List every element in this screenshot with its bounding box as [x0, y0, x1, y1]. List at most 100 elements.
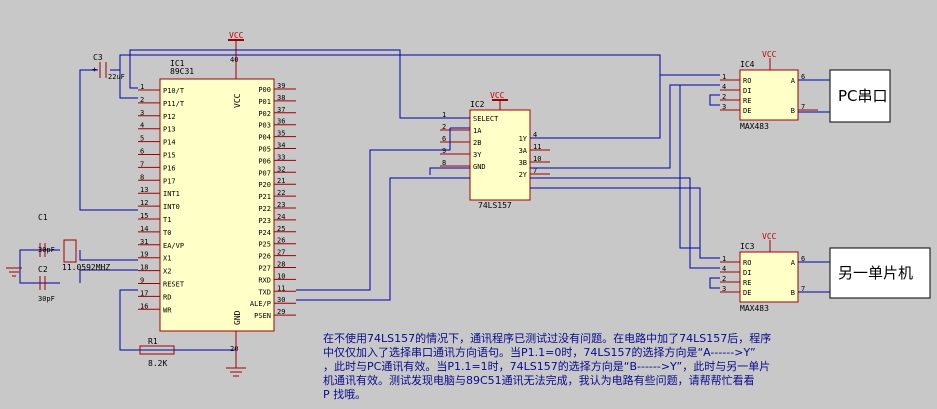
ic4-part: MAX483 — [740, 122, 769, 131]
note-line-4: 机通讯有效。测试发现电脑与89C51通讯无法完成，我认为电路有些问题，请帮帮忙看… — [323, 373, 755, 387]
ic3-pin-number: 4 — [722, 265, 726, 273]
ic3-part: MAX483 — [740, 304, 769, 313]
ic4-pin-number: 4 — [722, 83, 726, 91]
ic1-pin-number: 19 — [140, 251, 148, 259]
ic1-pin-number: 17 — [140, 289, 148, 297]
ic4-pin-name: A — [791, 77, 796, 85]
ic1-pin-number: 10 — [277, 272, 285, 280]
c3-ref: C3 — [93, 53, 103, 62]
ic1-pin-name: P27 — [258, 265, 271, 273]
ic2-pin-number: 8 — [442, 159, 446, 167]
ic1-pin-name: P20 — [258, 181, 271, 189]
ic1-pin-number: 37 — [277, 106, 285, 114]
ic1-pin-name: P17 — [163, 177, 176, 185]
r1-ref: R1 — [148, 337, 158, 346]
crystal — [63, 239, 77, 263]
ic4-pin-name: B — [791, 107, 795, 115]
ic2-pin-number: 6 — [442, 135, 446, 143]
ic4-pin-name: RE — [743, 97, 751, 105]
ic1-pin-number: 29 — [277, 308, 285, 316]
ic1-pin-number: 22 — [277, 189, 285, 197]
ic1-pin-number: 2 — [140, 96, 144, 104]
c2-ref: C2 — [38, 265, 48, 274]
ic4-pin-number: 1 — [722, 73, 726, 81]
c1-value: 30pF — [38, 246, 55, 254]
ic4-pin-name: RO — [743, 77, 751, 85]
ic1-pin-name: X1 — [163, 255, 171, 263]
c1-ref: C1 — [38, 213, 48, 222]
ic1-pin-name: P03 — [258, 122, 271, 130]
ic1-pin-name: P06 — [258, 157, 271, 165]
ic2-pin-number: 9 — [442, 147, 446, 155]
ic1-pin-number: 38 — [277, 94, 285, 102]
ic1-pin-number: 34 — [277, 142, 285, 150]
pc-serial-box — [829, 69, 891, 123]
ic1-pin-number: 27 — [277, 249, 285, 257]
ic1-pin-number: 13 — [140, 186, 148, 194]
ic1-pin-name: P11/T — [163, 100, 185, 108]
ic1-pin-number: 1 — [140, 83, 144, 91]
ic2-pin-name: 3Y — [473, 151, 482, 159]
ground-symbol-ic1 — [226, 367, 246, 377]
ic1-pin-number: 4 — [140, 122, 144, 130]
ic1-pin-name: P21 — [258, 193, 271, 201]
ic2-pin-name: 2Y — [519, 171, 528, 179]
ic3-pin-number: 3 — [722, 285, 726, 293]
ic1-pin-name: TXD — [258, 288, 271, 296]
ic1-pin-number: 12 — [140, 199, 148, 207]
ground-symbol-left — [6, 267, 22, 277]
ic1-ref: IC1 — [170, 59, 185, 68]
ic2-part: 74LS157 — [478, 201, 512, 210]
ic1-pin-name: P05 — [258, 146, 271, 154]
ic2-ref: IC2 — [470, 100, 485, 109]
ic3-ref: IC3 — [740, 242, 755, 251]
ic1-pin-name: RXD — [258, 276, 271, 284]
ic1-pin-name: P04 — [258, 134, 271, 142]
ic1-pin-name: P07 — [258, 169, 271, 177]
ic1-part: 89C31 — [170, 67, 194, 76]
ic2-pin-name: 3A — [519, 147, 528, 155]
ic1-pin-number: 36 — [277, 118, 285, 126]
ic1-pin-name: P15 — [163, 152, 176, 160]
ic1-pin-name: P24 — [258, 229, 271, 237]
ic1-pin-name: P16 — [163, 164, 176, 172]
ic3-pin-name: B — [791, 289, 795, 297]
ic2-pin-name: SELECT — [473, 115, 499, 123]
ic3-pin-name: RE — [743, 279, 751, 287]
other-mcu-box — [829, 247, 931, 299]
ic1-pin-number: 31 — [140, 238, 148, 246]
ic1-pin-name: T0 — [163, 229, 171, 237]
ic2-pin-number: 10 — [533, 155, 541, 163]
ic4-ref: IC4 — [740, 60, 755, 69]
ic1-pin-name: P25 — [258, 241, 271, 249]
ic2-pin-number: 7 — [533, 167, 537, 175]
ic1-pin-number: 21 — [277, 177, 285, 185]
ic1-pin-name: RD — [163, 293, 171, 301]
ic1-pin-name: P23 — [258, 217, 271, 225]
ic1-pin-name: T1 — [163, 216, 171, 224]
ic2-pin-name: 1A — [473, 127, 482, 135]
ic1-vcc-pin: 40 — [230, 56, 238, 64]
ic3-pin-number: 1 — [722, 255, 726, 263]
ic2-body — [469, 109, 531, 201]
ic4-pin-number: 6 — [801, 73, 805, 81]
ic1-pin-number: 35 — [277, 130, 285, 138]
ic1-pin-number: 14 — [140, 225, 148, 233]
ic1-pin-name: P10/T — [163, 87, 185, 95]
ic1-pin-number: 32 — [277, 165, 285, 173]
ic1-gnd-pin: 20 — [230, 345, 238, 353]
wires — [19, 49, 720, 351]
r1-value: 8.2K — [148, 359, 167, 368]
ic1-right-pins: 39P0038P0137P0236P0335P0434P0533P0632P07… — [250, 82, 296, 320]
note-line-5: P 找哦。 — [323, 387, 366, 401]
note-line-1: 在不使用74LS157的情况下，通讯程序已测试过没有问题。在电路中加了74LS1… — [323, 331, 771, 345]
ic3-pin-name: RO — [743, 259, 751, 267]
ic1-pin-number: 25 — [277, 225, 285, 233]
ic1-pin-number: 24 — [277, 213, 285, 221]
ic4-pin-number: 3 — [722, 103, 726, 111]
